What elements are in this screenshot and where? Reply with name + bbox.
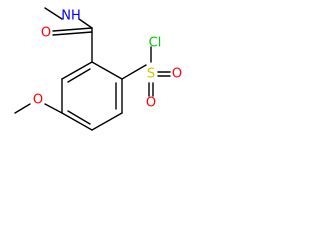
bond-methoxy-ch3	[14, 103, 31, 114]
bond-carbonyl-co-a	[52, 27, 93, 32]
amide-n-label: NH	[61, 9, 81, 24]
atom-labels: NH O O Cl S O O	[33, 9, 182, 111]
sulfur-label: S	[147, 67, 155, 82]
sulfonyl-o-right-label: O	[172, 67, 182, 82]
bond-methyl-n	[44, 7, 63, 20]
ring-inner-6-1	[67, 68, 91, 83]
carbonyl-o-label: O	[41, 26, 51, 41]
ring-bond-1-2	[91, 61, 123, 80]
methoxy-o-label: O	[33, 93, 43, 108]
bond-ring-methoxy-o	[44, 103, 63, 114]
ring-bond-4-5	[61, 112, 93, 131]
ring-inner-4-5	[67, 110, 91, 125]
ring-bond-6-1	[61, 61, 93, 80]
structure-diagram: NH O O Cl S O O	[14, 7, 182, 131]
bond-n-carbonyl-c	[78, 18, 93, 29]
bonds	[14, 7, 171, 131]
bond-carbonyl-co-b	[52, 31, 93, 36]
chlorine-label: Cl	[149, 36, 162, 51]
sulfonyl-o-bottom-label: O	[146, 96, 156, 111]
bond-ring-s	[121, 64, 147, 80]
ring-bond-3-4	[91, 112, 123, 131]
